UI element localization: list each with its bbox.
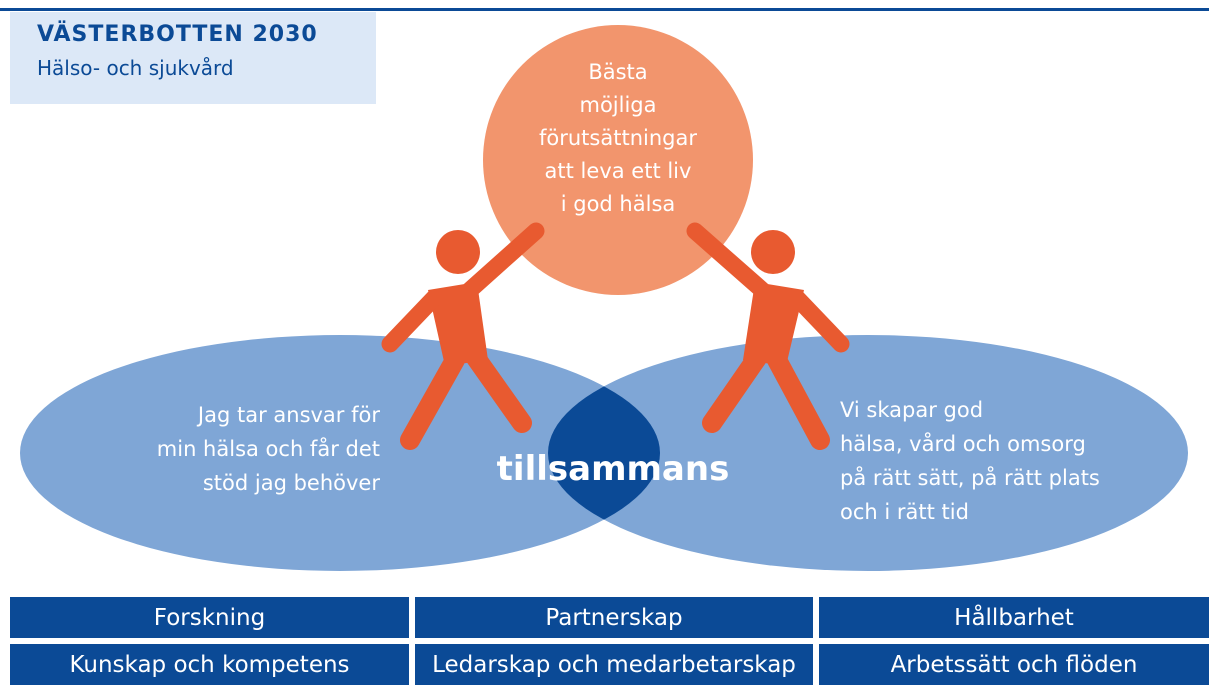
pillar-hallbarhet: Hållbarhet [819,597,1209,638]
pillar-label: Arbetssätt och flöden [890,651,1138,678]
goal-line: i god hälsa [561,192,676,216]
left-line: stöd jag behöver [203,471,380,495]
right-line: Vi skapar god [840,398,983,422]
left-line: min hälsa och får det [157,436,380,461]
pillar-arbetssatt: Arbetssätt och flöden [819,644,1209,685]
page-title: VÄSTERBOTTEN 2030 [37,22,318,47]
goal-line: Bästa [588,60,647,84]
page-subtitle: Hälso- och sjukvård [37,56,234,80]
pillar-label: Partnerskap [545,604,683,631]
pillar-label: Hållbarhet [954,604,1074,631]
right-line: och i rätt tid [840,500,969,524]
left-person-figure [381,222,545,450]
title-box: VÄSTERBOTTEN 2030 Hälso- och sjukvård [10,12,376,104]
right-ellipse-text: Vi skapar god hälsa, vård och omsorg på … [840,398,1100,524]
goal-line: att leva ett liv [545,159,692,183]
right-line: på rätt sätt, på rätt plats [840,465,1100,490]
right-person-figure [686,222,850,450]
pillar-kunskap: Kunskap och kompetens [10,644,409,685]
pillar-label: Kunskap och kompetens [69,651,350,678]
pillar-forskning: Forskning [10,597,409,638]
pillar-label: Forskning [153,604,266,631]
left-ellipse-text: Jag tar ansvar för min hälsa och får det… [157,403,381,495]
pillar-partnerskap: Partnerskap [415,597,813,638]
goal-line: förutsättningar [539,126,697,150]
right-line: hälsa, vård och omsorg [840,431,1086,456]
pillar-ledarskap: Ledarskap och medarbetarskap [415,644,813,685]
left-line: Jag tar ansvar för [196,403,380,427]
center-label: tillsammans [497,449,730,489]
pillar-label: Ledarskap och medarbetarskap [432,651,796,678]
goal-text: Bästa möjliga förutsättningar att leva e… [539,60,697,216]
right-ellipse [548,335,1188,571]
goal-circle [483,25,753,295]
goal-line: möjliga [579,93,656,117]
top-rule [0,8,1209,11]
